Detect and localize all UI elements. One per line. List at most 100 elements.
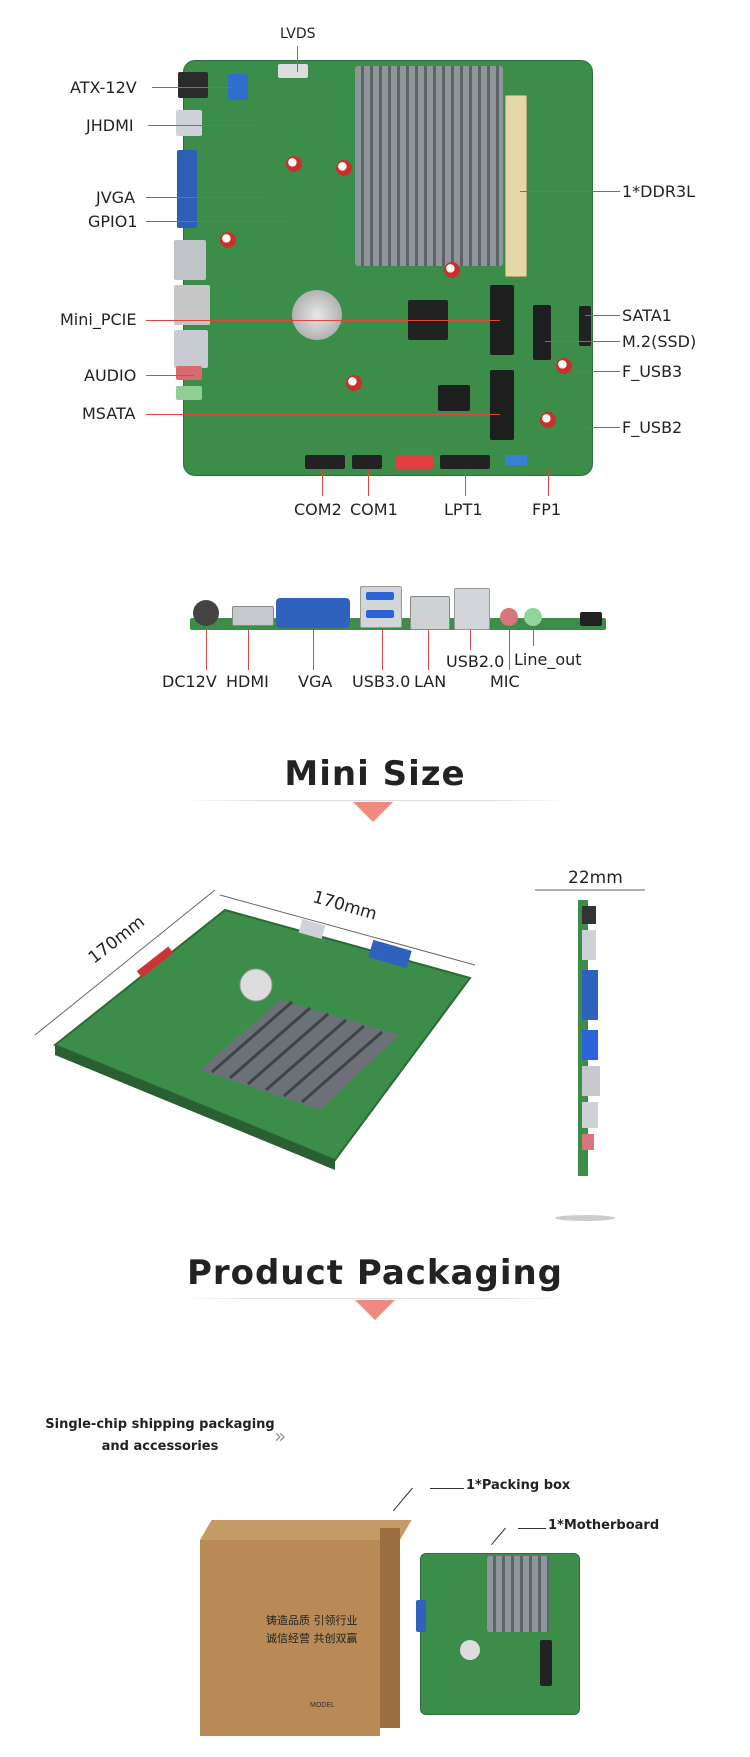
callout-line [470, 630, 471, 650]
lpt-header [440, 455, 490, 469]
side-view-usb3 [582, 1030, 598, 1060]
label-com1: COM1 [350, 500, 398, 519]
vga-port [416, 1600, 426, 1632]
callout-line [322, 470, 323, 496]
fins [211, 1000, 383, 1104]
lan-port-icon [410, 596, 450, 630]
callout-line [297, 46, 298, 72]
lineout-jack-icon [524, 608, 542, 626]
m2-slot [540, 1640, 552, 1686]
usb3-port-icon [366, 592, 394, 600]
side-view-audio [582, 1134, 594, 1150]
callout-line [545, 341, 620, 342]
io-label-usb2: USB2.0 [446, 652, 505, 671]
lvds-connector [278, 64, 308, 78]
heatsink [355, 66, 503, 266]
label-audio: AUDIO [84, 366, 137, 385]
io-label-lineout: Line_out [514, 650, 582, 669]
callout-line [585, 427, 620, 428]
label-m2: M.2(SSD) [622, 332, 697, 351]
callout-line [490, 1527, 506, 1546]
callout-line [548, 470, 549, 496]
callout-line [428, 630, 429, 670]
board-isometric-svg [34, 889, 645, 1221]
lpt-header [395, 455, 433, 469]
side-view-hdmi [582, 930, 596, 960]
atx-connector [228, 74, 248, 100]
side-view-lan [582, 1066, 600, 1096]
box-front [200, 1540, 380, 1736]
callout-line [368, 470, 369, 496]
lan-port [174, 285, 210, 325]
callout-line [146, 375, 194, 376]
io-label-usb3: USB3.0 [352, 672, 411, 691]
label-fusb2: F_USB2 [622, 418, 683, 437]
vga-port [177, 150, 197, 228]
callout-line [146, 320, 500, 321]
callout-line [520, 191, 620, 192]
capacitor [540, 412, 556, 428]
io-label-dc: DC12V [162, 672, 217, 691]
vga-port-icon [276, 598, 350, 628]
header-isometric [136, 946, 174, 978]
io-label-lan: LAN [414, 672, 447, 691]
label-minipcie: Mini_PCIE [60, 310, 137, 329]
m2-slot [533, 305, 551, 360]
label-sata: SATA1 [622, 306, 672, 325]
usb2-port [174, 330, 208, 368]
label-fp1: FP1 [532, 500, 562, 519]
usb-isometric [298, 918, 326, 940]
callout-line [206, 630, 207, 670]
title-divider [180, 1298, 570, 1299]
side-view-usb2 [582, 1102, 598, 1128]
io-label-vga: VGA [298, 672, 333, 691]
callout-line [146, 414, 500, 415]
com-header [352, 455, 382, 469]
battery [460, 1640, 480, 1660]
heatsink [487, 1556, 549, 1632]
dimension-lines [34, 889, 645, 1036]
hdmi-port [176, 110, 202, 136]
callout-line [152, 87, 232, 88]
label-lvds: LVDS [280, 26, 316, 42]
callout-line [146, 197, 266, 198]
callout-line [533, 626, 534, 646]
header-icon [580, 612, 602, 626]
dc-jack [178, 72, 208, 98]
packaging-desc-line2: and accessories [101, 1439, 219, 1454]
side-view-dc [582, 906, 596, 924]
battery-isometric [239, 968, 273, 1002]
callout-line [430, 1488, 464, 1489]
fp-header [505, 455, 527, 465]
usb3-port-icon [360, 586, 402, 628]
label-fusb3: F_USB3 [622, 362, 683, 381]
label-msata: MSATA [82, 404, 136, 423]
capacitor [444, 262, 460, 278]
callout-line [382, 630, 383, 670]
sata-port [579, 306, 591, 346]
box-model-label: MODEL [310, 1702, 335, 1709]
usb3-port-icon [366, 610, 394, 618]
usb3-port [174, 240, 206, 280]
capacitor [346, 375, 362, 391]
capacitor [286, 156, 302, 172]
dc-jack-icon [193, 600, 219, 626]
mic-jack-icon [500, 608, 518, 626]
capacitor [336, 160, 352, 176]
vga-isometric [368, 939, 412, 969]
dim-label-22: 22mm [568, 868, 623, 888]
shadow [555, 1215, 615, 1221]
io-label-mic: MIC [490, 672, 520, 691]
callout-line [148, 125, 258, 126]
down-arrow-icon [353, 802, 393, 822]
board-edge [55, 1045, 335, 1170]
audio-jack [176, 366, 202, 380]
packaging-title: Product Packaging [186, 1253, 564, 1293]
callout-line [509, 626, 510, 670]
callout-line [518, 1528, 546, 1529]
com-header [305, 455, 345, 469]
capacitor [220, 232, 236, 248]
callout-line [248, 630, 249, 670]
title-divider [180, 800, 570, 801]
packaging-desc-line1: Single-chip shipping packaging [45, 1417, 275, 1432]
